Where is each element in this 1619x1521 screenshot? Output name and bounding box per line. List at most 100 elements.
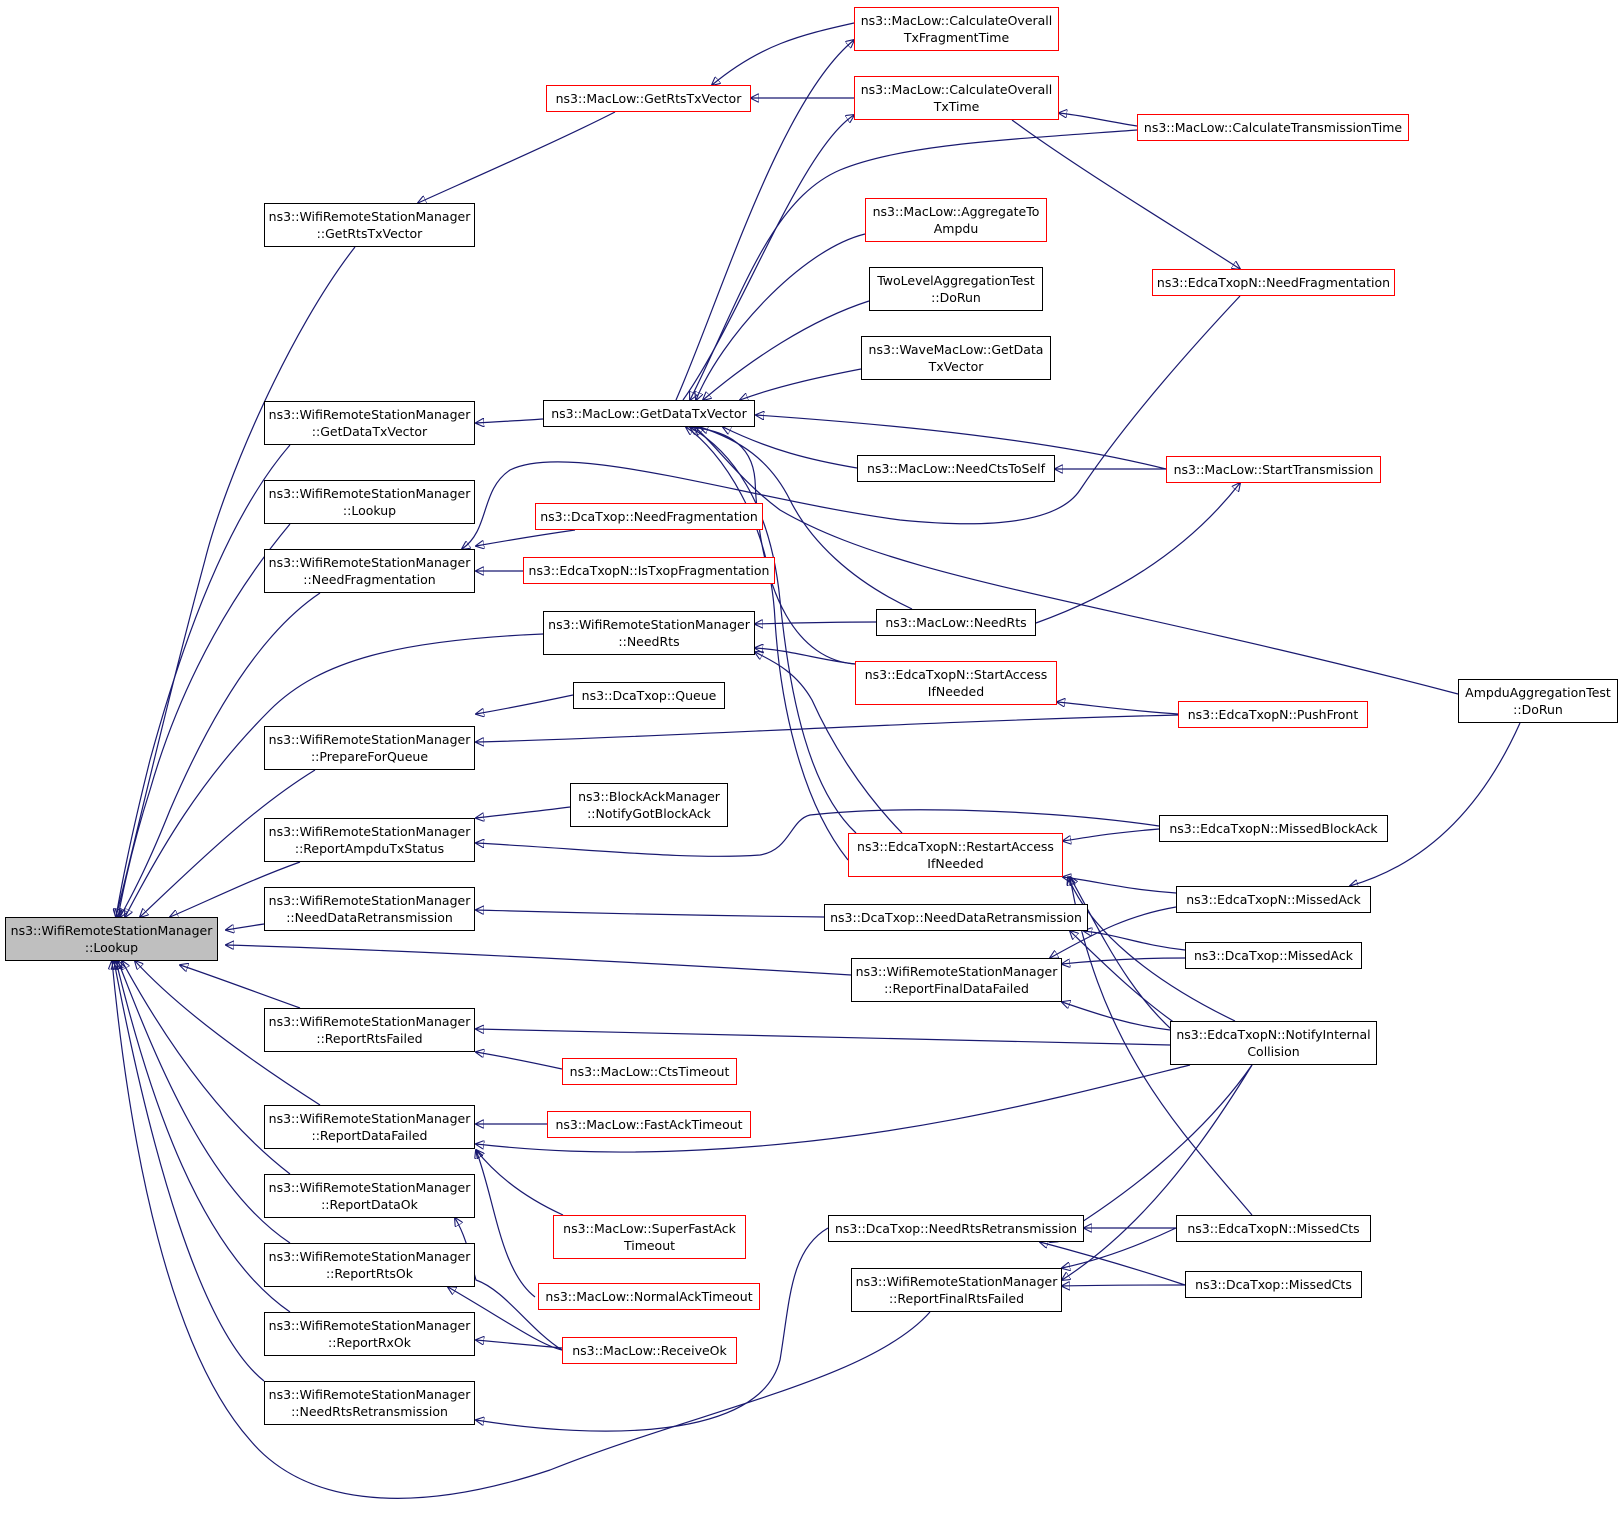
call-edge-59: [1050, 906, 1177, 958]
node-maclow-calculateoveralltxtime[interactable]: ns3::MacLow::CalculateOverall TxTime: [854, 76, 1059, 120]
call-edge-53: [755, 648, 856, 665]
node-maclow-receiveok[interactable]: ns3::MacLow::ReceiveOk: [562, 1337, 737, 1364]
node-maclow-getrtstxvector[interactable]: ns3::MacLow::GetRtsTxVector: [546, 85, 751, 112]
node-wrsm-needdataretransmission[interactable]: ns3::WifiRemoteStationManager ::NeedData…: [264, 887, 475, 931]
node-wrsm-reportrtsfailed[interactable]: ns3::WifiRemoteStationManager ::ReportRt…: [264, 1008, 475, 1052]
node-label-2: ::ReportRtsOk: [325, 1266, 414, 1281]
node-wrsm-reportrxok[interactable]: ns3::WifiRemoteStationManager ::ReportRx…: [264, 1312, 475, 1356]
node-edcatxopn-missedblockack[interactable]: ns3::EdcaTxopN::MissedBlockAck: [1159, 815, 1388, 842]
node-label-1: ns3::WifiRemoteStationManager: [10, 923, 213, 938]
node-wrsm-getdatatxvector[interactable]: ns3::WifiRemoteStationManager ::GetDataT…: [264, 401, 475, 445]
node-label-1: ns3::MacLow::StartTransmission: [1173, 462, 1374, 477]
node-label-1: ns3::WifiRemoteStationManager: [855, 1274, 1058, 1289]
node-wrsm-reportdataok[interactable]: ns3::WifiRemoteStationManager ::ReportDa…: [264, 1174, 475, 1218]
node-wrsm-needrtsretransmission[interactable]: ns3::WifiRemoteStationManager ::NeedRtsR…: [264, 1381, 475, 1425]
call-edge-3: [120, 592, 321, 917]
node-label-1: ns3::MacLow::CtsTimeout: [569, 1064, 730, 1079]
node-maclow-starttransmission[interactable]: ns3::MacLow::StartTransmission: [1166, 456, 1381, 483]
node-label-1: ns3::WifiRemoteStationManager: [268, 732, 471, 747]
node-maclow-calculateoveralltxfragmenttime[interactable]: ns3::MacLow::CalculateOverall TxFragment…: [854, 7, 1059, 51]
node-label-1: ns3::EdcaTxopN::MissedBlockAck: [1169, 821, 1378, 836]
node-edcatxopn-istxopfragmentation[interactable]: ns3::EdcaTxopN::IsTxopFragmentation: [523, 557, 775, 584]
call-edge-0: [116, 246, 356, 917]
node-wrsm-prepareforqueue[interactable]: ns3::WifiRemoteStationManager ::PrepareF…: [264, 726, 475, 770]
node-wrsm-needrts[interactable]: ns3::WifiRemoteStationManager ::NeedRts: [543, 611, 755, 655]
node-wrsm-needfragmentation[interactable]: ns3::WifiRemoteStationManager ::NeedFrag…: [264, 549, 475, 593]
call-edge-39: [1011, 119, 1240, 269]
node-maclow-ctstimeout[interactable]: ns3::MacLow::CtsTimeout: [562, 1058, 737, 1085]
node-label-2: ::DoRun: [931, 290, 981, 305]
node-label-2: Ampdu: [933, 221, 979, 236]
node-maclow-superfastacktimeout[interactable]: ns3::MacLow::SuperFastAck Timeout: [553, 1215, 746, 1259]
node-twolevelaggregationtest-dorun[interactable]: TwoLevelAggregationTest ::DoRun: [869, 267, 1043, 311]
node-label-2: ::DoRun: [1513, 702, 1563, 717]
node-edcatxopn-missedcts[interactable]: ns3::EdcaTxopN::MissedCts: [1176, 1215, 1371, 1242]
node-wrsm-reportrtsok[interactable]: ns3::WifiRemoteStationManager ::ReportRt…: [264, 1243, 475, 1287]
node-wrsm-getrtstxvector[interactable]: ns3::WifiRemoteStationManager ::GetRtsTx…: [264, 203, 475, 247]
node-maclow-getdatatxvector[interactable]: ns3::MacLow::GetDataTxVector: [543, 400, 755, 427]
node-label-1: ns3::MacLow::GetRtsTxVector: [555, 91, 742, 106]
node-maclow-normalacktimeout[interactable]: ns3::MacLow::NormalAckTimeout: [538, 1283, 760, 1310]
node-label-1: ns3::DcaTxop::NeedDataRetransmission: [830, 910, 1082, 925]
node-label-2: ::NeedRtsRetransmission: [291, 1404, 448, 1419]
node-edcatxopn-pushfront[interactable]: ns3::EdcaTxopN::PushFront: [1178, 701, 1368, 728]
node-dcatxop-needfragmentation[interactable]: ns3::DcaTxop::NeedFragmentation: [535, 503, 763, 530]
node-label-1: ns3::MacLow::ReceiveOk: [572, 1343, 727, 1358]
node-wrsm-lookup[interactable]: ns3::WifiRemoteStationManager ::Lookup: [264, 480, 475, 524]
node-maclow-needctstoself[interactable]: ns3::MacLow::NeedCtsToSelf: [857, 455, 1055, 482]
call-edge-21: [476, 714, 1179, 742]
call-edge-13: [116, 961, 291, 1313]
node-label-1: ns3::EdcaTxopN::RestartAccess: [857, 839, 1054, 854]
node-edcatxopn-needfragmentation[interactable]: ns3::EdcaTxopN::NeedFragmentation: [1152, 269, 1395, 296]
node-wrsm-reportfinalrtsfailed[interactable]: ns3::WifiRemoteStationManager ::ReportFi…: [851, 1268, 1062, 1312]
node-dcatxop-missedack[interactable]: ns3::DcaTxop::MissedAck: [1185, 942, 1362, 969]
call-edge-54: [1057, 702, 1179, 715]
node-dcatxop-needrtsretransmission[interactable]: ns3::DcaTxop::NeedRtsRetransmission: [828, 1215, 1084, 1242]
node-label-1: ns3::WifiRemoteStationManager: [268, 407, 471, 422]
call-edge-1: [116, 444, 291, 917]
node-label-2: ::ReportAmpduTxStatus: [294, 841, 445, 856]
call-edge-47: [723, 427, 858, 469]
node-label-1: ns3::WifiRemoteStationManager: [268, 824, 471, 839]
call-edge-12: [118, 961, 291, 1244]
node-label-1: AmpduAggregationTest: [1465, 685, 1611, 700]
node-blockackmanager-notifygotblockack[interactable]: ns3::BlockAckManager ::NotifyGotBlockAck: [570, 783, 728, 827]
call-edge-33: [476, 1340, 563, 1349]
node-wrsm-reportampdutxstatus[interactable]: ns3::WifiRemoteStationManager ::ReportAm…: [264, 818, 475, 862]
node-maclow-calculatetransmissiontime[interactable]: ns3::MacLow::CalculateTransmissionTime: [1137, 114, 1409, 141]
call-edge-60: [1062, 957, 1186, 964]
call-edge-56: [1063, 828, 1160, 841]
node-label-1: ns3::MacLow::CalculateOverall: [860, 82, 1053, 97]
node-label-1: ns3::WifiRemoteStationManager: [268, 486, 471, 501]
node-dcatxop-needdataretransmission[interactable]: ns3::DcaTxop::NeedDataRetransmission: [824, 904, 1088, 931]
node-label-2: ::ReportDataOk: [321, 1197, 418, 1212]
node-edcatxopn-restartaccessifneeded[interactable]: ns3::EdcaTxopN::RestartAccess IfNeeded: [848, 833, 1063, 877]
node-label-1: ns3::EdcaTxopN::MissedAck: [1186, 892, 1361, 907]
node-label-1: ns3::WifiRemoteStationManager: [855, 964, 1058, 979]
call-edge-73: [690, 427, 857, 834]
node-maclow-needrts[interactable]: ns3::MacLow::NeedRts: [876, 609, 1036, 636]
call-edge-45: [462, 295, 1241, 549]
node-edcatxopn-startaccessifneeded[interactable]: ns3::EdcaTxopN::StartAccess IfNeeded: [855, 661, 1057, 705]
node-label-1: ns3::EdcaTxopN::StartAccess: [864, 667, 1048, 682]
node-label-1: ns3::DcaTxop::Queue: [581, 688, 717, 703]
call-edge-14: [114, 961, 265, 1382]
node-ampduaggregationtest-dorun[interactable]: AmpduAggregationTest ::DoRun: [1458, 679, 1618, 723]
node-lookup-main: ns3::WifiRemoteStationManager ::Lookup: [5, 917, 218, 961]
node-dcatxop-queue[interactable]: ns3::DcaTxop::Queue: [573, 682, 725, 709]
node-edcatxopn-notifyinternalcollision[interactable]: ns3::EdcaTxopN::NotifyInternal Collision: [1170, 1021, 1377, 1065]
node-label-2: TxVector: [928, 359, 984, 374]
call-edge-15: [112, 961, 931, 1499]
node-wavemaclow-getdatatxvector[interactable]: ns3::WaveMacLow::GetData TxVector: [861, 336, 1051, 380]
call-edge-4: [125, 633, 544, 917]
node-label-1: ns3::EdcaTxopN::IsTxopFragmentation: [528, 563, 770, 578]
node-edcatxopn-missedack[interactable]: ns3::EdcaTxopN::MissedAck: [1176, 886, 1371, 913]
call-edge-55: [695, 427, 1459, 695]
node-dcatxop-missedcts[interactable]: ns3::DcaTxop::MissedCts: [1185, 1271, 1362, 1298]
node-maclow-aggregatetoampdu[interactable]: ns3::MacLow::AggregateTo Ampdu: [865, 198, 1047, 242]
node-wrsm-reportfinaldatafailed[interactable]: ns3::WifiRemoteStationManager ::ReportFi…: [851, 958, 1062, 1002]
node-wrsm-reportdatafailed[interactable]: ns3::WifiRemoteStationManager ::ReportDa…: [264, 1105, 475, 1149]
node-maclow-fastacktimeout[interactable]: ns3::MacLow::FastAckTimeout: [547, 1111, 751, 1138]
node-label-2: Collision: [1247, 1044, 1300, 1059]
